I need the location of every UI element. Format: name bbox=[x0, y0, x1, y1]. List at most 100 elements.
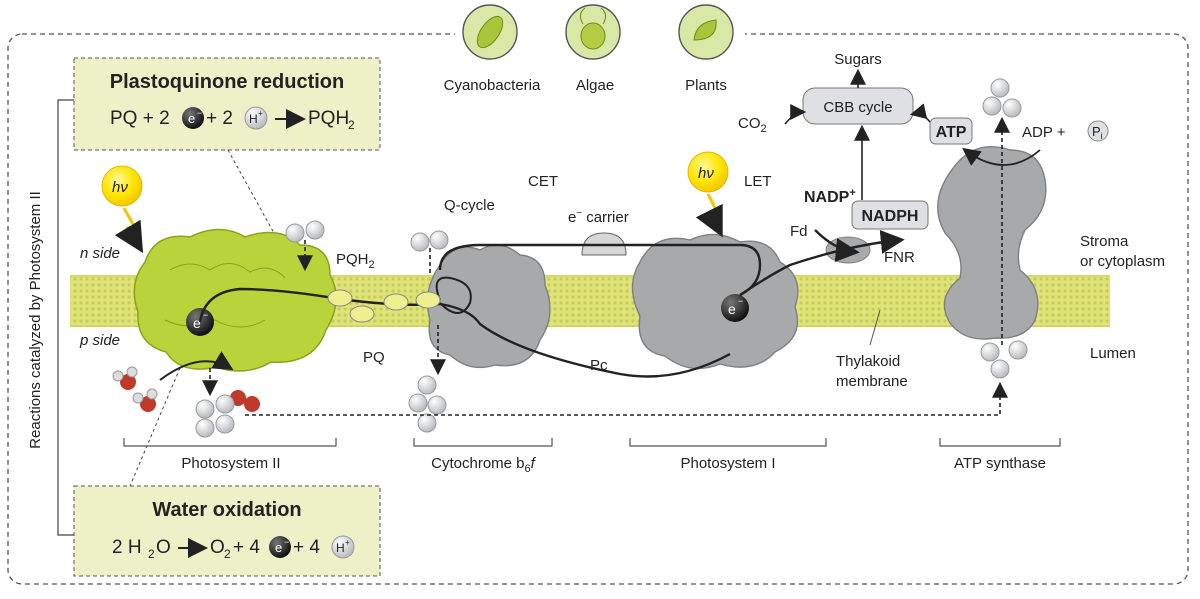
nadph-box bbox=[851, 200, 929, 230]
pi-text: P bbox=[1092, 124, 1101, 139]
sugars-label: Sugars bbox=[834, 51, 882, 68]
label-photosystem-ii: Photosystem II bbox=[181, 455, 280, 472]
water-eq-sub1: 2 bbox=[148, 547, 155, 561]
water-leader bbox=[129, 367, 181, 487]
pq-leader bbox=[227, 149, 301, 281]
qcycle-loop bbox=[435, 276, 472, 314]
proton-flow-arrows bbox=[202, 116, 1010, 416]
water-oxidation-box: Water oxidation 2 H 2 O O 2 + 4 e − + 4 … bbox=[73, 485, 381, 577]
nadph-label: NADPH bbox=[862, 208, 919, 225]
nadp-sup: + bbox=[849, 187, 855, 199]
pqh2-sub: 2 bbox=[369, 259, 375, 271]
organism-cyanobacteria: Cyanobacteria bbox=[444, 77, 541, 94]
pq-eq-h: H bbox=[249, 112, 258, 126]
atp-label: ATP bbox=[936, 124, 967, 141]
complex-brackets bbox=[123, 438, 1061, 447]
pq-box-title: Plastoquinone reduction bbox=[110, 71, 344, 93]
pq-eq-product-sub: 2 bbox=[348, 118, 355, 132]
co2-arrow bbox=[784, 104, 807, 125]
cyt-f: f bbox=[531, 455, 537, 472]
thylakoid-leader bbox=[869, 309, 881, 346]
light-icon bbox=[101, 165, 144, 254]
label-cytochrome-b6f: Cytochrome b6f bbox=[431, 455, 537, 475]
nadp-label: NADP+ bbox=[804, 187, 856, 206]
pqh2-label: PQH2 bbox=[336, 251, 375, 271]
organism-icons bbox=[455, 2, 745, 64]
cet-label: CET bbox=[528, 173, 558, 190]
atp-box bbox=[929, 117, 973, 145]
pi-icon bbox=[1087, 120, 1109, 142]
e-carrier-e: e bbox=[568, 209, 576, 226]
water-eq-o2-sub: 2 bbox=[224, 547, 231, 561]
water-eq-e: e bbox=[275, 540, 282, 555]
pq-eq-e-sup: − bbox=[197, 108, 202, 118]
water-oxidation-arrow bbox=[159, 351, 234, 381]
side-label: Reactions catalyzed by Photosystem II bbox=[27, 191, 44, 449]
let-label: LET bbox=[744, 173, 772, 190]
co2-label: CO2 bbox=[738, 115, 767, 135]
p-side-label: p side bbox=[79, 332, 120, 349]
water-eq-e-sup: − bbox=[284, 537, 289, 547]
water-eq-part3: + 4 bbox=[293, 537, 320, 558]
water-eq-h-sup: + bbox=[345, 538, 350, 547]
psi-e-label: e bbox=[728, 301, 736, 317]
psii-complex bbox=[133, 228, 337, 372]
organism-plants: Plants bbox=[685, 77, 727, 94]
e-carrier-sup: − bbox=[576, 208, 582, 219]
hv-label-left: hν bbox=[112, 179, 128, 196]
psi-complex bbox=[631, 233, 799, 370]
qcycle-label: Q-cycle bbox=[444, 197, 495, 214]
cytoplasm-label: or cytoplasm bbox=[1080, 253, 1165, 270]
water-molecules bbox=[112, 366, 260, 412]
adp-to-atp-arrow bbox=[962, 147, 1041, 166]
pc-label: Pc bbox=[590, 357, 608, 374]
pi-sub: i bbox=[1101, 131, 1103, 141]
water-eq-o2: O bbox=[210, 537, 225, 558]
cbb-label: CBB cycle bbox=[823, 99, 892, 116]
pq-eq-h-sup: + bbox=[258, 109, 263, 118]
pq-reduction-box: Plastoquinone reduction PQ + 2 e − + 2 H… bbox=[73, 57, 381, 151]
e-carrier-label: e−carrier bbox=[568, 208, 629, 226]
electron-icon bbox=[269, 536, 291, 558]
e-carrier-text: carrier bbox=[586, 209, 629, 226]
adp-label: ADP + bbox=[1022, 124, 1066, 141]
proton-icon bbox=[331, 535, 355, 559]
water-eq-h: H bbox=[336, 541, 345, 555]
membrane-label: membrane bbox=[836, 373, 908, 390]
water-eq-part2: + 4 bbox=[233, 537, 260, 558]
co2-text: CO bbox=[738, 115, 761, 132]
pq-eq-e: e bbox=[188, 111, 195, 126]
proton-clusters bbox=[195, 78, 1028, 438]
stroma-label: Stroma bbox=[1080, 233, 1129, 250]
label-atp-synthase: ATP synthase bbox=[954, 455, 1046, 472]
electron-icon bbox=[182, 107, 204, 129]
atp-synthase-complex bbox=[937, 146, 1047, 340]
proton-icon bbox=[244, 106, 268, 130]
side-bracket bbox=[57, 99, 74, 536]
hv-label-right: hν bbox=[698, 165, 714, 182]
pq-eq-product: PQH bbox=[308, 108, 349, 129]
water-eq-o: O bbox=[156, 537, 171, 558]
n-side-label: n side bbox=[80, 245, 120, 262]
light-icon bbox=[687, 151, 729, 238]
water-box-title: Water oxidation bbox=[152, 499, 301, 521]
n-side-text: n side bbox=[80, 245, 120, 262]
thylakoid-label: Thylakoid bbox=[836, 353, 900, 370]
psii-e-label: e bbox=[193, 315, 201, 331]
atp-to-cbb-arrow bbox=[909, 103, 931, 123]
fd-label: Fd bbox=[790, 223, 808, 240]
psi-e-sup: − bbox=[738, 296, 743, 306]
organism-algae: Algae bbox=[576, 77, 614, 94]
pq-molecules bbox=[327, 289, 441, 323]
lumen-label: Lumen bbox=[1090, 345, 1136, 362]
pq-eq-part1: PQ + 2 bbox=[110, 108, 170, 129]
label-photosystem-i: Photosystem I bbox=[680, 455, 775, 472]
cyt-sub: 6 bbox=[525, 463, 531, 475]
fnr-label: FNR bbox=[884, 249, 915, 266]
pq-label: PQ bbox=[363, 349, 385, 366]
electron-icon bbox=[721, 294, 749, 322]
cyt-text: Cytochrome b bbox=[431, 455, 524, 472]
nadp-text: NADP bbox=[804, 189, 850, 206]
